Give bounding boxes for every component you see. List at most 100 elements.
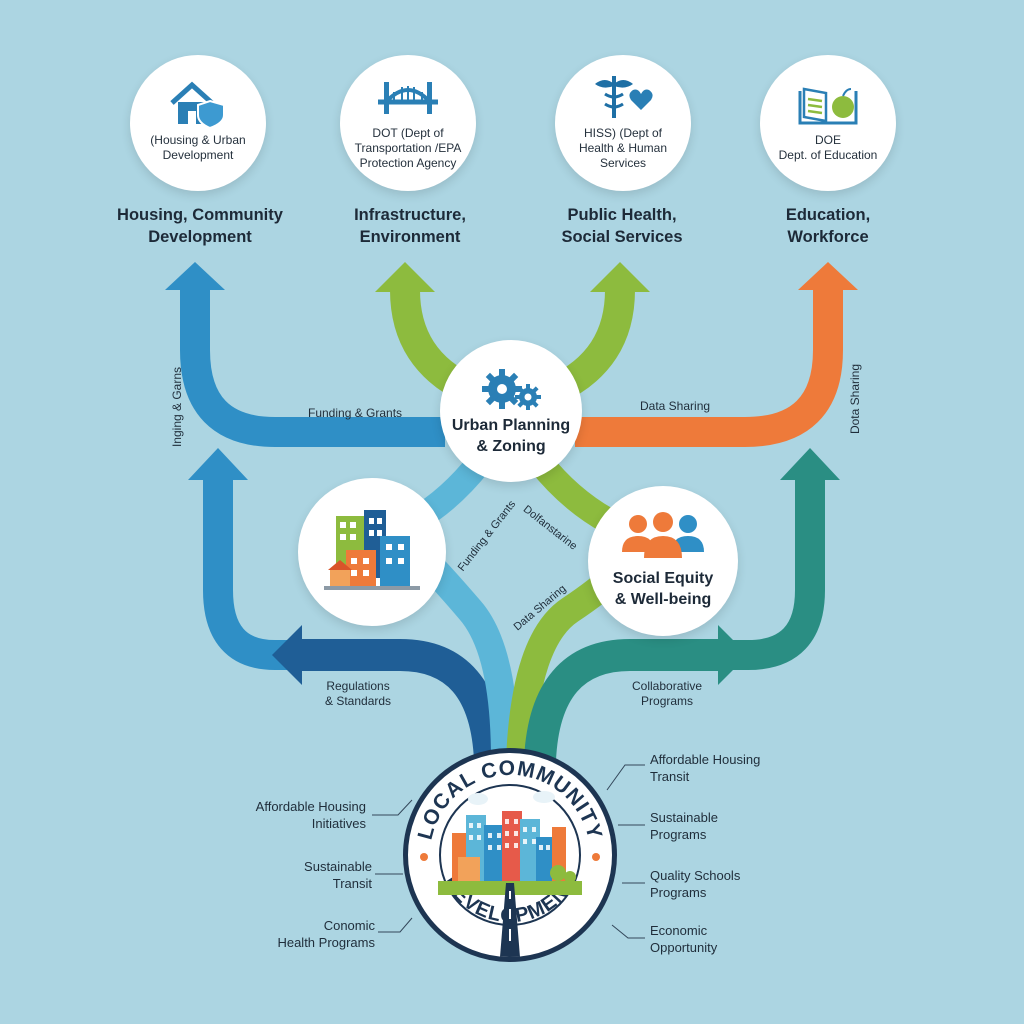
title-line: Housing, Community [117, 206, 283, 224]
outcome-line: Transit [332, 876, 372, 891]
title-line: Infrastructure, [354, 206, 466, 224]
title-line: Social Services [561, 228, 683, 246]
column-title-public-health: Public Health, Social Services [522, 204, 722, 248]
flow-label-line: Regulations [326, 679, 390, 693]
outcome-line: Affordable Housing [255, 799, 366, 814]
outcome-line: Sustainable [650, 810, 718, 825]
hub-urban-planning: Urban Planning & Zoning [440, 340, 582, 482]
arrow-to-housing [180, 288, 445, 447]
column-title-housing: Housing, Community Development [100, 204, 300, 248]
channel-regulations [300, 639, 506, 762]
agency-line: HISS) (Dept of [583, 125, 663, 140]
title-line: Public Health, [567, 206, 677, 224]
title-line: Development [148, 228, 252, 246]
arrow-left-loop [203, 478, 300, 670]
house-shield-icon [170, 81, 225, 129]
flow-label-funding-left: Funding & Grants [308, 406, 403, 420]
people-icon [622, 512, 704, 558]
arrowhead-education [798, 262, 858, 290]
flow-label-line: Programs [641, 694, 694, 708]
agency-line: Services [599, 155, 646, 170]
hub-label-line: Urban Planning [451, 417, 571, 434]
gears-icon [482, 369, 541, 410]
outcome-line: Initiatives [311, 816, 366, 831]
leader-line-left-1 [372, 799, 413, 816]
flow-label-regulations: Regulations & Standards [325, 679, 391, 709]
agency-line: Dept. of Education [778, 148, 878, 162]
agency-circle-hud: (Housing & Urban Development [130, 55, 266, 191]
agency-description: (Housing & Urban Development [142, 133, 254, 163]
outcome-line: Opportunity [650, 940, 718, 955]
outcome-right-2: Sustainable Programs [650, 809, 718, 843]
title-line: Environment [359, 228, 461, 246]
outcome-left-1: Affordable Housing Initiatives [256, 798, 366, 832]
channel-collaborative [524, 639, 720, 762]
flow-label-side-right: Dota Sharing [848, 363, 862, 435]
arrowhead-infrastructure [375, 262, 435, 292]
outcome-left-2: Sustainable Transit [304, 858, 372, 892]
arrowhead-public-health [590, 262, 650, 292]
outcome-line: Conomic [323, 918, 375, 933]
agency-line: DOT (Dept of [372, 125, 444, 140]
agency-circle-hhs: HISS) (Dept of Health & Human Services [555, 55, 691, 191]
agency-description: DOT (Dept of Transportation /EPA Protect… [352, 126, 464, 171]
local-community-emblem: LOCAL COMMUNITY DEVELOPMENT [403, 748, 617, 962]
leader-line-right-4 [611, 924, 645, 939]
buildings-circle [298, 478, 446, 626]
outcome-line: Quality Schools [650, 868, 741, 883]
leader-line-left-3 [378, 917, 413, 933]
arrowhead-regulations [272, 625, 302, 685]
agency-line: Protection Agency [359, 155, 457, 170]
arrowhead-left-loop [188, 448, 248, 480]
outcome-left-3: Conomic Health Programs [277, 917, 375, 951]
caduceus-heart-icon [595, 75, 653, 118]
agency-line: Health & Human [578, 140, 668, 155]
agency-description: DOE Dept. of Education [772, 133, 884, 163]
hub-label-line: Social Equity [612, 570, 714, 587]
title-line: Workforce [787, 228, 869, 246]
outcome-right-4: Economic Opportunity [650, 922, 717, 956]
outcome-line: Health Programs [277, 935, 375, 950]
hub-label: Urban Planning & Zoning [452, 415, 570, 457]
flow-label-line: Collaborative [632, 679, 703, 693]
agency-circle-dot: DOT (Dept of Transportation /EPA Protect… [340, 55, 476, 191]
bridge-icon [378, 81, 438, 114]
agency-line: Transportation /EPA [354, 140, 462, 155]
agency-description: HISS) (Dept of Health & Human Services [567, 126, 679, 171]
outcome-line: Programs [650, 827, 707, 842]
column-title-infrastructure: Infrastructure, Environment [310, 204, 510, 248]
arrowhead-collaborative [718, 625, 748, 685]
arrow-to-education [575, 288, 843, 447]
arrow-right-loop [720, 478, 825, 670]
column-title-education: Education, Workforce [728, 204, 928, 248]
flow-label-line: & Standards [325, 694, 392, 708]
outcome-line: Economic [650, 923, 708, 938]
agency-line: DOE [814, 133, 841, 147]
agency-circle-doe: DOE Dept. of Education [760, 55, 896, 191]
outcome-line: Transit [650, 769, 690, 784]
flow-label-side-left: Inging & Garns [170, 366, 184, 448]
arrowhead-right-loop [780, 448, 840, 480]
hub-label-line: & Zoning [476, 438, 546, 455]
hub-label: Social Equity & Well-being [613, 568, 713, 610]
agency-line: Development [162, 148, 234, 162]
leader-line-right-1 [606, 764, 645, 791]
flow-label-collaborative: Collaborative Programs [632, 679, 702, 709]
book-apple-icon [798, 87, 858, 125]
arrowhead-housing [165, 262, 225, 290]
outcome-line: Affordable Housing [650, 752, 761, 767]
outcome-right-3: Quality Schools Programs [650, 867, 740, 901]
agency-line: (Housing & Urban [150, 133, 246, 147]
title-line: Education, [785, 206, 871, 224]
channel-center-right [529, 453, 617, 534]
outcome-line: Sustainable [304, 859, 372, 874]
emblem-graphic: LOCAL COMMUNITY DEVELOPMENT [414, 757, 605, 957]
city-scene [438, 791, 582, 957]
hub-social-equity: Social Equity & Well-being [588, 486, 738, 636]
buildings-icon [324, 510, 420, 590]
outcome-line: Programs [650, 885, 707, 900]
hub-label-line: & Well-being [614, 591, 712, 608]
flow-label-data-sharing-right: Data Sharing [640, 399, 711, 413]
outcome-right-1: Affordable Housing Transit [650, 751, 760, 785]
